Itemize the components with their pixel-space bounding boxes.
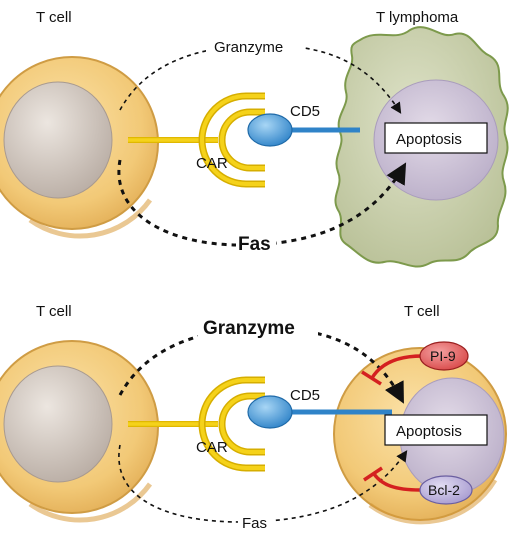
top-granzyme-label: Granzyme bbox=[214, 39, 283, 56]
top-cd5-label: CD5 bbox=[290, 103, 320, 120]
pi9-label: PI-9 bbox=[430, 348, 456, 364]
top-apoptosis-box bbox=[384, 122, 488, 154]
bottom-cd5-label: CD5 bbox=[290, 387, 320, 404]
bottom-right-cell-label: T cell bbox=[404, 303, 440, 320]
bcl2-label: Bcl-2 bbox=[428, 482, 460, 498]
bottom-car-receptor bbox=[128, 376, 265, 472]
top-panel: T cell T lymphoma CD5 CAR bbox=[0, 9, 509, 268]
bottom-apoptosis-label: Apoptosis bbox=[396, 423, 462, 440]
bottom-apoptosis-box bbox=[384, 414, 488, 446]
top-cd5-antigen bbox=[247, 113, 360, 147]
bottom-left-cell-label: T cell bbox=[36, 303, 72, 320]
top-apoptosis-label: Apoptosis bbox=[396, 131, 462, 148]
bottom-car-label: CAR bbox=[196, 439, 228, 456]
bcl2-inhibitor: Bcl-2 bbox=[363, 466, 473, 505]
bottom-fas-label: Fas bbox=[242, 515, 267, 532]
top-car-label: CAR bbox=[196, 155, 228, 172]
pi9-inhibitor: PI-9 bbox=[361, 341, 469, 386]
bottom-granzyme-label: Granzyme bbox=[203, 318, 295, 339]
bottom-fas-arrow bbox=[118, 444, 408, 523]
bottom-panel: T cell T cell CD5 CAR bbox=[0, 303, 507, 534]
top-right-cell-label: T lymphoma bbox=[376, 9, 459, 26]
bottom-t-cell-nucleus bbox=[3, 365, 113, 483]
bottom-granzyme-arrow bbox=[118, 326, 404, 404]
bottom-cd5-antigen bbox=[247, 395, 392, 429]
bottom-t-cell bbox=[0, 340, 159, 523]
pi9-badge bbox=[419, 341, 469, 371]
top-t-cell-nucleus bbox=[3, 81, 113, 199]
top-car-receptor bbox=[128, 92, 265, 188]
top-fas-arrow bbox=[117, 159, 407, 247]
top-t-cell bbox=[0, 56, 159, 239]
top-left-cell-label: T cell bbox=[36, 9, 72, 26]
top-fas-label: Fas bbox=[238, 234, 271, 255]
bcl2-badge bbox=[419, 475, 473, 505]
